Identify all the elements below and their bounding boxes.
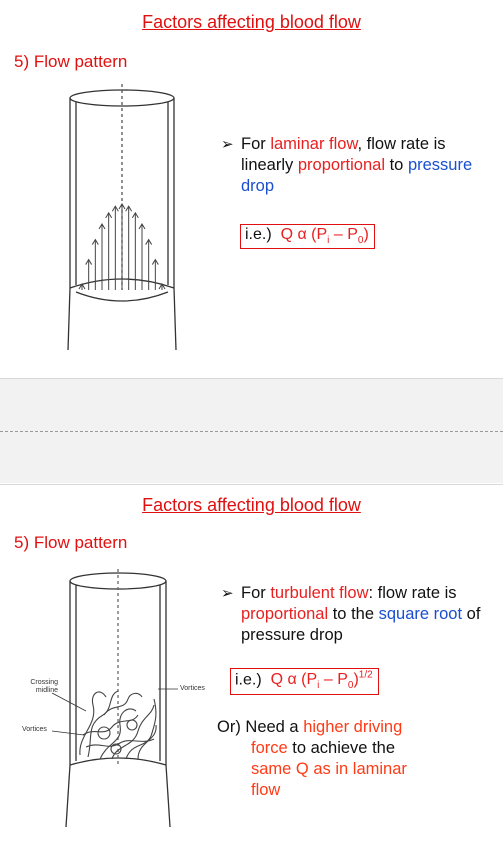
velocity-arrowhead [131, 211, 139, 219]
or-prefix: Or) Need a [217, 718, 304, 736]
flow-term: flow [251, 781, 281, 799]
turbulent-bullet: ➢ For turbulent flow: flow rate is propo… [221, 583, 491, 646]
turbulent-equation-box: i.e.) Q α (Pi – P0)1/2 [230, 668, 379, 695]
slide-heading: 5) Flow pattern [14, 52, 128, 71]
velocity-arrowhead [85, 258, 93, 265]
higher-driving-term: higher driving [303, 718, 403, 736]
slide-heading: 5) Flow pattern [14, 533, 128, 552]
equation-prefix: i.e.) [245, 226, 272, 243]
equation-formula: Q α (Pi – P0)1/2 [270, 670, 373, 692]
or-mid-text: to achieve the [287, 739, 396, 757]
bullet-arrow-icon: ➢ [221, 136, 234, 153]
vortices-right-label: Vortices [180, 685, 205, 692]
bullet-text: to the [328, 605, 379, 623]
bullet-text: For [241, 135, 271, 153]
turbulent-flow-diagram [51, 569, 178, 828]
same-q-term: same Q as in laminar [251, 760, 407, 778]
velocity-arrowhead [98, 223, 106, 230]
velocity-arrowhead [91, 238, 99, 245]
bullet-text: : flow rate is [368, 584, 457, 602]
velocity-arrowhead [105, 211, 113, 219]
velocity-arrowhead [125, 205, 133, 212]
velocity-arrowhead [145, 238, 153, 245]
laminar-equation-box: i.e.) Q α (Pi – P0) [240, 224, 375, 250]
force-term: force [251, 739, 288, 757]
velocity-arrowhead [118, 203, 126, 210]
equation-prefix: i.e.) [235, 671, 262, 689]
bullet-text: to [385, 156, 408, 174]
pressure-drop-term: pressure drop [241, 156, 473, 195]
slide-title: Factors affecting blood flow [142, 495, 361, 515]
bullet-text: of pressure drop [241, 605, 481, 644]
laminar-flow-term: laminar flow [270, 135, 358, 153]
or-statement: Or) Need a higher driving force to achie… [217, 717, 497, 801]
equation-formula: Q α (Pi – P0) [280, 226, 369, 247]
vortices-left-label: Vortices [22, 726, 47, 733]
velocity-arrowhead [138, 223, 146, 230]
slide-title: Factors affecting blood flow [142, 12, 361, 32]
velocity-arrowhead [151, 258, 159, 265]
bullet-text: For [241, 584, 271, 602]
velocity-arrowhead [78, 283, 86, 290]
turbulent-flow-term: turbulent flow [270, 584, 369, 602]
proportional-term: proportional [297, 156, 385, 174]
proportional-term: proportional [241, 605, 329, 623]
slide-laminar: Factors affecting blood flow 5) Flow pat… [0, 0, 503, 379]
bullet-arrow-icon: ➢ [221, 585, 234, 602]
laminar-bullet: ➢ For laminar flow, flow rate is linearl… [221, 134, 481, 197]
laminar-flow-diagram [67, 84, 177, 351]
crossing-midline-label: Crossing midline [30, 679, 58, 694]
velocity-arrowhead [158, 283, 166, 290]
page-break-line [0, 431, 503, 432]
slide-turbulent: Factors affecting blood flow 5) Flow pat… [0, 484, 503, 841]
velocity-arrowhead [111, 205, 119, 212]
square-root-term: square root [378, 605, 463, 623]
bullet-text: , flow rate is linearly [241, 135, 446, 174]
slide-gap [0, 379, 503, 483]
